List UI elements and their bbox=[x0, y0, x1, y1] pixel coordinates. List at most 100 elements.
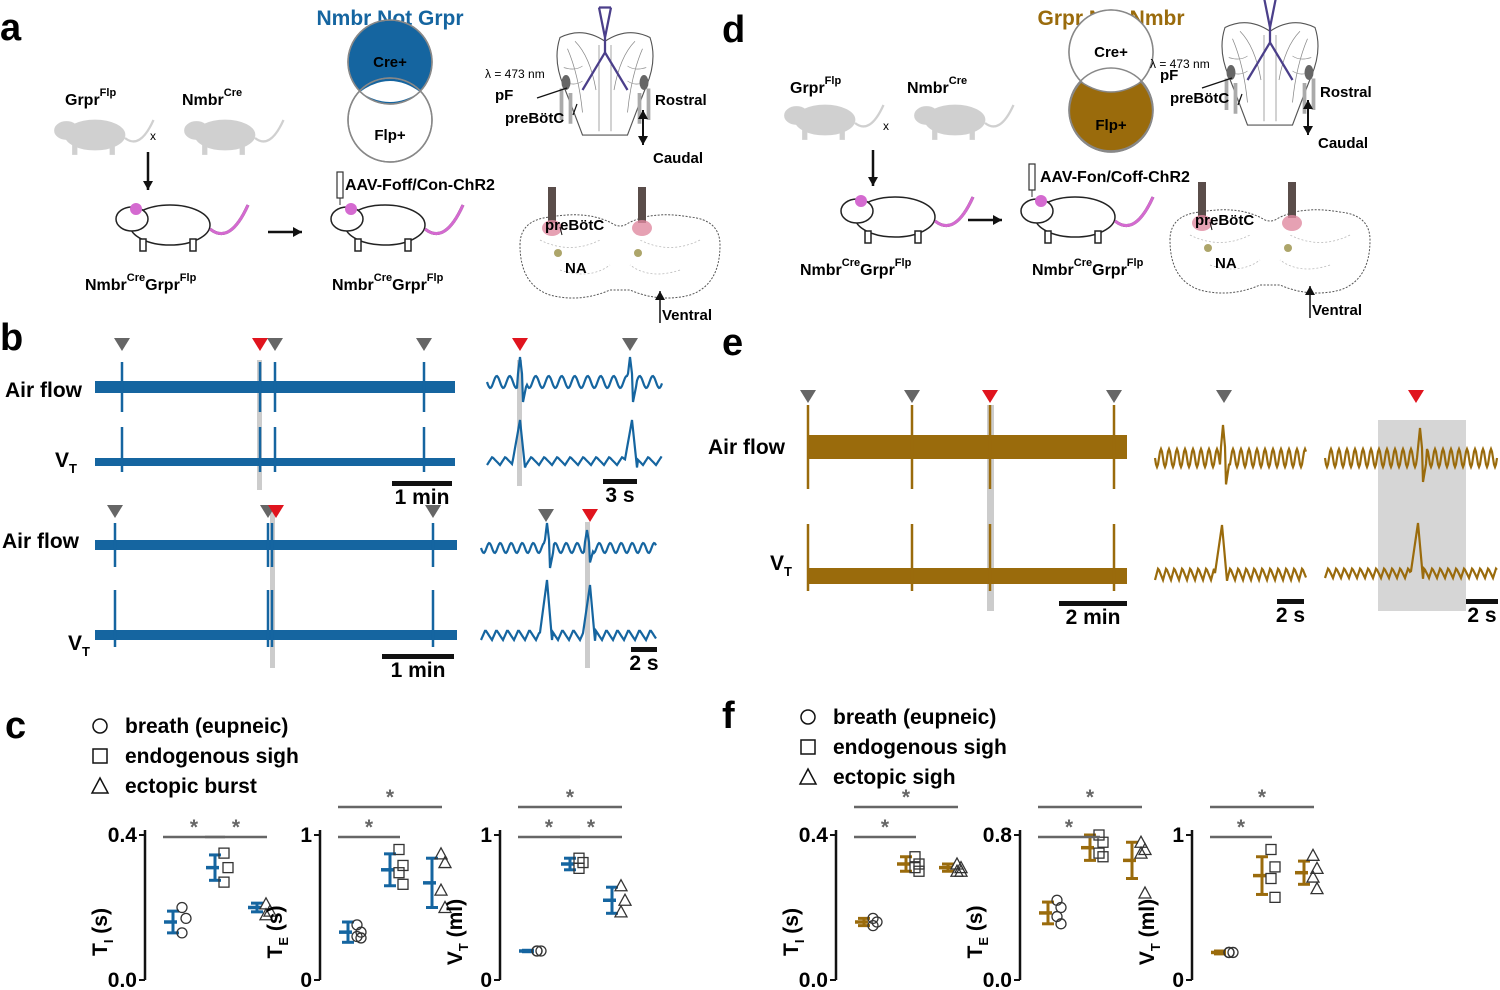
injected-genotype: NmbrCreGrprFlp bbox=[1032, 257, 1144, 279]
laser-label: λ = 473 nm bbox=[1150, 57, 1210, 71]
data-point-square bbox=[573, 862, 585, 874]
gray-marker-icon bbox=[416, 338, 432, 351]
syringe-icon bbox=[336, 171, 344, 199]
rostral-label: Rostral bbox=[1320, 84, 1372, 101]
caudal-label: Caudal bbox=[653, 150, 703, 167]
brain-slice-illustration bbox=[1169, 182, 1371, 294]
fiber-right bbox=[638, 187, 646, 223]
vt-zoom-trace bbox=[1153, 524, 1308, 584]
data-point-triangle bbox=[617, 892, 633, 906]
gray-marker-icon bbox=[1106, 390, 1122, 403]
na-right bbox=[634, 249, 642, 257]
data-point-triangle bbox=[1137, 842, 1153, 856]
ventral-arrow bbox=[655, 291, 665, 323]
data-point-circle bbox=[176, 927, 188, 939]
cross-symbol: x bbox=[150, 129, 156, 143]
data-point-square bbox=[909, 861, 921, 874]
y-tick-label: 0 bbox=[480, 969, 492, 990]
offspring-genotype: NmbrCreGrprFlp bbox=[85, 272, 197, 294]
scale-bar-line bbox=[1466, 599, 1498, 604]
airflow-label: Air flow bbox=[2, 530, 80, 553]
arrow-head bbox=[293, 227, 302, 237]
data-point-square bbox=[222, 861, 234, 874]
mouse-ear bbox=[1035, 195, 1047, 207]
strain-nmbr-label: NmbrCre bbox=[182, 87, 242, 109]
mouse-ear bbox=[855, 195, 867, 207]
significance-star: * bbox=[365, 816, 374, 839]
data-point-triangle bbox=[953, 863, 969, 877]
panel-label-e: e bbox=[722, 322, 743, 364]
y-tick-label: 0 bbox=[1172, 969, 1184, 990]
vt-trace bbox=[806, 524, 1127, 591]
legend-item-label: endogenous sigh bbox=[833, 736, 1007, 759]
injection-arrow bbox=[268, 227, 302, 237]
offspring-genotype: NmbrCreGrprFlp bbox=[800, 257, 912, 279]
gray-marker-icon bbox=[622, 338, 638, 351]
slice-na-label: NA bbox=[565, 260, 587, 277]
scale-bar-2min: 2 min bbox=[1059, 601, 1127, 629]
red-marker-icon bbox=[582, 509, 598, 522]
ventral-label: Ventral bbox=[1312, 302, 1362, 319]
scale-bar-line bbox=[603, 479, 637, 484]
significance-star: * bbox=[1258, 786, 1267, 809]
slice-pointer bbox=[559, 226, 563, 236]
data-point-triangle bbox=[437, 855, 453, 869]
na-left bbox=[554, 249, 562, 257]
y-axis-label: VT (ml) bbox=[1136, 899, 1163, 965]
stim-highlight bbox=[257, 360, 262, 490]
strain-grpr-label: GrprFlp bbox=[65, 87, 116, 109]
significance-star: * bbox=[902, 786, 911, 809]
vt-zoom-trace bbox=[479, 579, 657, 643]
data-point-square bbox=[1269, 891, 1281, 903]
significance-star: * bbox=[881, 816, 890, 839]
pf-region-right bbox=[1304, 65, 1314, 80]
data-point-square bbox=[393, 843, 405, 856]
stim-highlight bbox=[270, 510, 275, 668]
panel-label-c: c bbox=[5, 705, 26, 747]
mouse-tail bbox=[209, 204, 250, 235]
vt-trace bbox=[95, 590, 457, 647]
arrow-head bbox=[868, 177, 878, 186]
mouse-body bbox=[183, 118, 285, 156]
legend-item-label: ectopic sigh bbox=[833, 766, 956, 789]
data-point-square bbox=[397, 859, 409, 872]
significance-star: * bbox=[566, 786, 575, 809]
optic-fiber bbox=[581, 6, 629, 91]
data-point-square bbox=[1265, 872, 1277, 885]
y-tick-label: 0.0 bbox=[983, 969, 1012, 990]
scale-bar-label: 2 s bbox=[1467, 604, 1496, 627]
cross-arrow bbox=[868, 150, 878, 186]
gray-marker-icon bbox=[800, 390, 816, 403]
data-point-triangle bbox=[1309, 881, 1325, 895]
brainstem-illustration bbox=[556, 6, 654, 136]
scale-bar-label: 2 min bbox=[1066, 606, 1121, 629]
grpr-mouse bbox=[783, 103, 885, 141]
data-point-circle bbox=[1055, 918, 1067, 930]
fiber-right bbox=[1288, 182, 1296, 218]
data-point-triangle bbox=[613, 878, 629, 892]
trace-band bbox=[95, 630, 457, 640]
rostral-arrow bbox=[1303, 100, 1313, 135]
prebotc-pointer bbox=[1237, 93, 1243, 106]
data-point-square bbox=[393, 867, 405, 879]
venn-flp-outline bbox=[347, 77, 433, 163]
cross-arrow bbox=[143, 152, 153, 190]
syringe-icon bbox=[1028, 163, 1036, 191]
y-axis-label: TI (s) bbox=[780, 908, 807, 956]
pf-pointer bbox=[1201, 77, 1233, 89]
data-point-square bbox=[913, 865, 925, 877]
fiber-probes bbox=[1224, 78, 1316, 114]
y-tick-label: 1 bbox=[1172, 824, 1184, 847]
significance-star: * bbox=[1237, 816, 1246, 839]
optic-fiber bbox=[1246, 0, 1294, 81]
nmbr-mouse bbox=[183, 118, 285, 156]
scale-bar-label: 2 s bbox=[629, 652, 658, 675]
legend-square-icon bbox=[92, 748, 108, 764]
